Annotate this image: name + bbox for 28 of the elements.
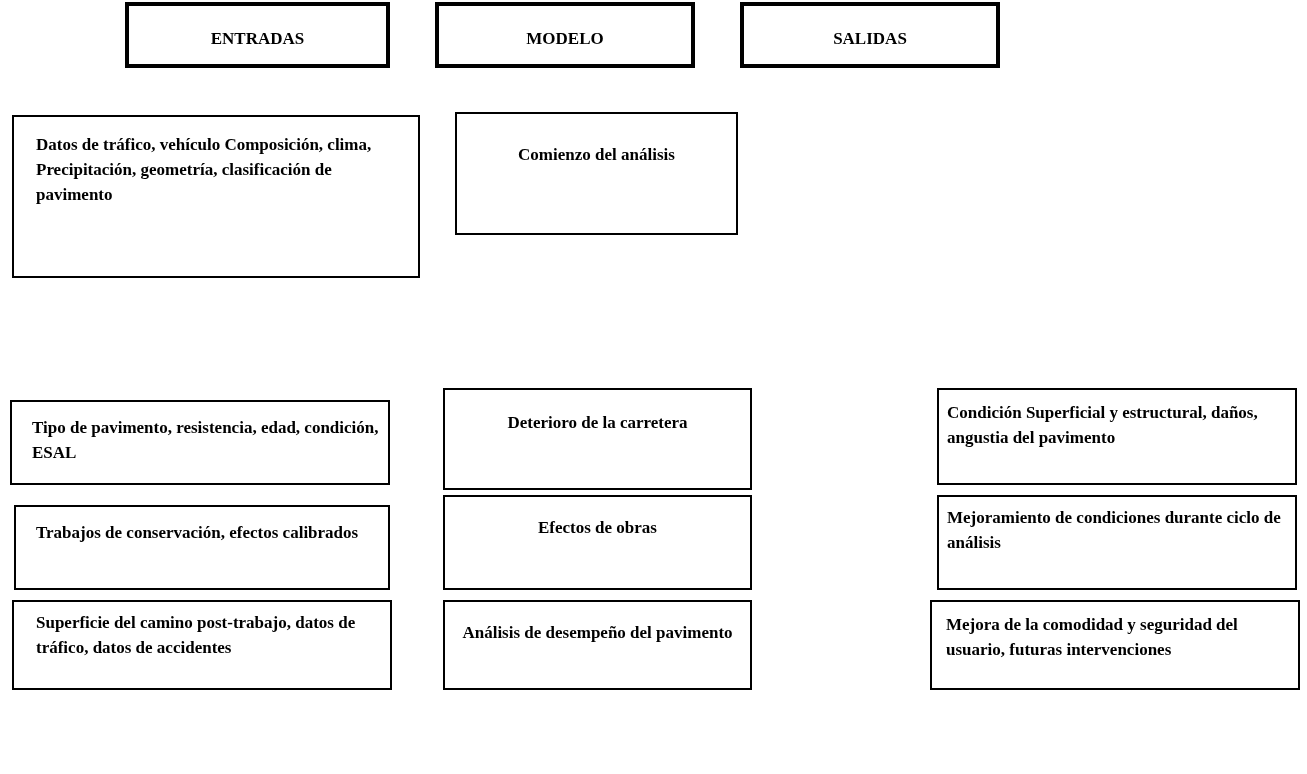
header-box [125, 2, 390, 68]
process-box [10, 400, 390, 485]
box-text: Datos de tráfico, vehículo Composición, clima, Precipitación, geometría, clasificación de pavimento [36, 134, 373, 206]
process-box [14, 505, 390, 590]
process-box [937, 495, 1297, 590]
process-box [443, 495, 752, 590]
column-heading: MODELO [525, 28, 605, 50]
box-text: Mejoramiento de condiciones durante ciclo de análisis [947, 507, 1282, 554]
box-text: Comienzo del análisis [517, 144, 676, 166]
column-heading: SALIDAS [832, 28, 908, 50]
process-box [443, 600, 752, 690]
process-box [12, 115, 420, 278]
process-box [443, 388, 752, 490]
column-heading: ENTRADAS [209, 28, 306, 50]
box-text: Tipo de pavimento, resistencia, edad, condición, ESAL [32, 417, 380, 464]
box-text: Superficie del camino post-trabajo, datos de tráfico, datos de accidentes [36, 612, 357, 659]
box-text: Análisis de desempeño del pavimento [461, 622, 734, 644]
box-text: Mejora de la comodidad y seguridad del usuario, futuras intervenciones [946, 614, 1239, 661]
header-box [435, 2, 695, 68]
process-box [930, 600, 1300, 690]
header-box [740, 2, 1000, 68]
box-text: Deterioro de la carretera [506, 412, 689, 434]
box-text: Efectos de obras [537, 517, 658, 539]
process-box [12, 600, 392, 690]
box-text: Trabajos de conservación, efectos calibrados [36, 522, 360, 544]
process-box [937, 388, 1297, 485]
box-text: Condición Superficial y estructural, daños, angustia del pavimento [947, 402, 1259, 449]
process-box [455, 112, 738, 235]
